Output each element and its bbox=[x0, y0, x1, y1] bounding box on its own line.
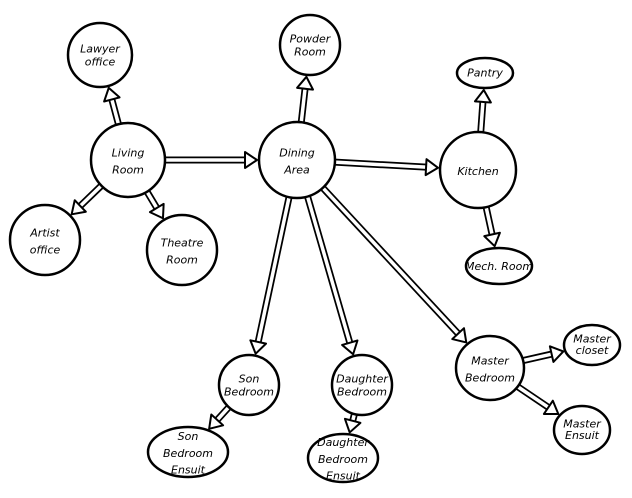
node-label: Daughter bbox=[317, 436, 370, 449]
node-circle bbox=[257, 120, 337, 200]
node-label: Ensuit bbox=[171, 464, 206, 477]
arrow-living-to-lawyer bbox=[103, 86, 122, 126]
node-label: Pantry bbox=[467, 66, 503, 79]
node-circle bbox=[438, 130, 518, 210]
node-label: Lawyer bbox=[80, 42, 121, 55]
node-label: Bedroom bbox=[337, 385, 387, 398]
node-label: Room bbox=[166, 253, 198, 266]
arrow-dining-to-son bbox=[249, 196, 293, 355]
node-circle bbox=[455, 56, 515, 90]
node-circle bbox=[145, 213, 219, 287]
node-label: Daughter bbox=[336, 372, 389, 385]
node-label: Master bbox=[573, 333, 612, 346]
node-circle bbox=[562, 323, 622, 367]
node-circle bbox=[8, 203, 82, 277]
node-label: Ensuit bbox=[565, 429, 600, 442]
node-label: Kitchen bbox=[457, 165, 498, 178]
node-label: Master bbox=[471, 355, 510, 368]
arrow-dining-to-master bbox=[320, 185, 468, 344]
node-label: Ensuit bbox=[326, 470, 361, 483]
arrow-kitchen-to-mech bbox=[482, 206, 501, 248]
arrow-living-to-dining bbox=[165, 151, 258, 169]
node-label: Son bbox=[178, 430, 199, 443]
arrow-kitchen-to-pantry bbox=[473, 88, 492, 133]
node-label: Bedroom bbox=[318, 453, 368, 466]
node-kitchen: Kitchen bbox=[438, 130, 518, 210]
node-label: Theatre bbox=[161, 237, 204, 250]
node-label: Powder bbox=[290, 32, 332, 45]
node-label: Living bbox=[112, 147, 145, 160]
node-label: Bedroom bbox=[163, 447, 213, 460]
nodes: LawyerofficePowderRoomPantryLivingRoomDi… bbox=[8, 13, 622, 484]
node-circle bbox=[217, 353, 281, 417]
node-label: Bedroom bbox=[224, 385, 274, 398]
node-label: Master bbox=[563, 418, 602, 431]
node-circle bbox=[66, 21, 134, 89]
node-label: closet bbox=[576, 344, 609, 357]
arrow-living-to-artist bbox=[70, 183, 104, 216]
arrow-living-to-theatre bbox=[144, 189, 165, 220]
node-mech: Mech. Room bbox=[464, 246, 534, 286]
node-circle bbox=[278, 13, 342, 77]
node-circle bbox=[454, 334, 526, 402]
edges bbox=[70, 75, 565, 434]
node-label: office bbox=[30, 243, 61, 256]
node-label: Room bbox=[112, 163, 144, 176]
node-label: Son bbox=[239, 372, 260, 385]
node-label: office bbox=[85, 55, 116, 68]
node-label: Room bbox=[294, 45, 326, 58]
arrow-dining-to-kitchen bbox=[334, 158, 440, 177]
node-circle bbox=[464, 246, 534, 286]
node-label: Artist bbox=[29, 227, 60, 240]
node-circle bbox=[306, 432, 380, 484]
arrow-dining-to-daughter bbox=[304, 195, 359, 356]
arrow-daughter-to-dauensuit bbox=[343, 413, 362, 434]
node-circle bbox=[89, 121, 167, 199]
arrow-dining-to-powder bbox=[296, 75, 315, 123]
node-pantry: Pantry bbox=[455, 56, 515, 90]
arrow-son-to-sonensuit bbox=[208, 404, 232, 430]
node-artist: Artist office bbox=[8, 203, 82, 277]
node-circle bbox=[146, 425, 230, 479]
arrow-master-to-mensuit bbox=[515, 383, 560, 416]
node-label: Dining bbox=[279, 147, 315, 160]
node-circle bbox=[552, 404, 612, 456]
node-label: Area bbox=[283, 163, 310, 176]
node-label: Bedroom bbox=[465, 371, 515, 384]
arrow-master-to-closet bbox=[522, 345, 565, 364]
node-label: Mech. Room bbox=[465, 260, 533, 273]
node-circle bbox=[330, 353, 394, 417]
